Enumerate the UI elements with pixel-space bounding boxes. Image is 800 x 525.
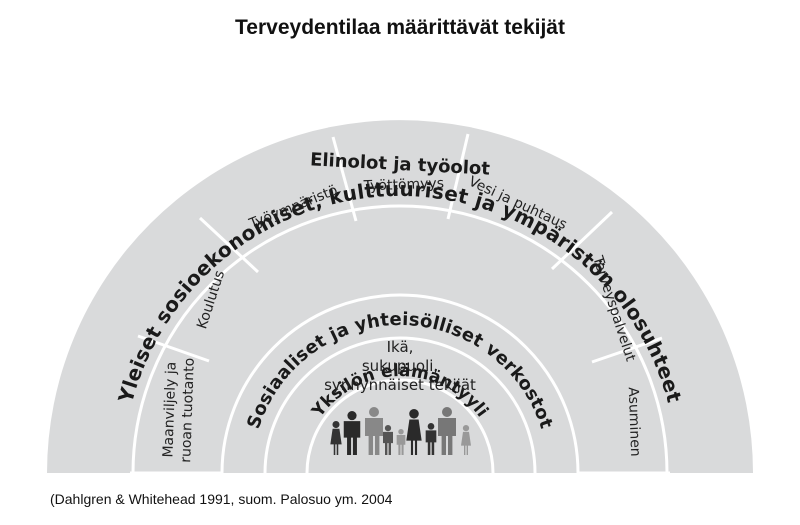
svg-text:synnynnäiset tekijät: synnynnäiset tekijät <box>324 376 476 394</box>
page-title: Terveydentilaa määrittävät tekijät <box>235 16 565 39</box>
sector-unemployment: Työttömyys <box>362 176 444 195</box>
sector-divider <box>198 216 260 274</box>
sector-divider <box>591 336 663 364</box>
people-icon <box>330 407 471 455</box>
core-factors: Ikä, sukupuoli, synnynnäiset tekijät <box>324 338 476 394</box>
source-citation: (Dahlgren & Whitehead 1991, suom. Palosu… <box>50 491 393 507</box>
svg-text:ruoan tuotanto: ruoan tuotanto <box>178 358 198 464</box>
ring-divider-3 <box>263 336 537 474</box>
svg-text:sukupuoli,: sukupuoli, <box>362 357 438 375</box>
svg-text:Maanviljely ja: Maanviljely ja <box>160 362 179 458</box>
svg-text:Ikä,: Ikä, <box>387 338 414 356</box>
sector-divider <box>550 210 614 271</box>
sector-divider <box>446 133 470 220</box>
sector-divider <box>331 136 358 222</box>
ring-divider-4 <box>305 378 495 474</box>
ring-divider-2 <box>220 293 580 474</box>
sector-agriculture: Maanviljely ja ruoan tuotanto <box>160 358 198 464</box>
sector-divider <box>137 334 210 363</box>
sector-housing: Asuminen <box>625 387 643 457</box>
